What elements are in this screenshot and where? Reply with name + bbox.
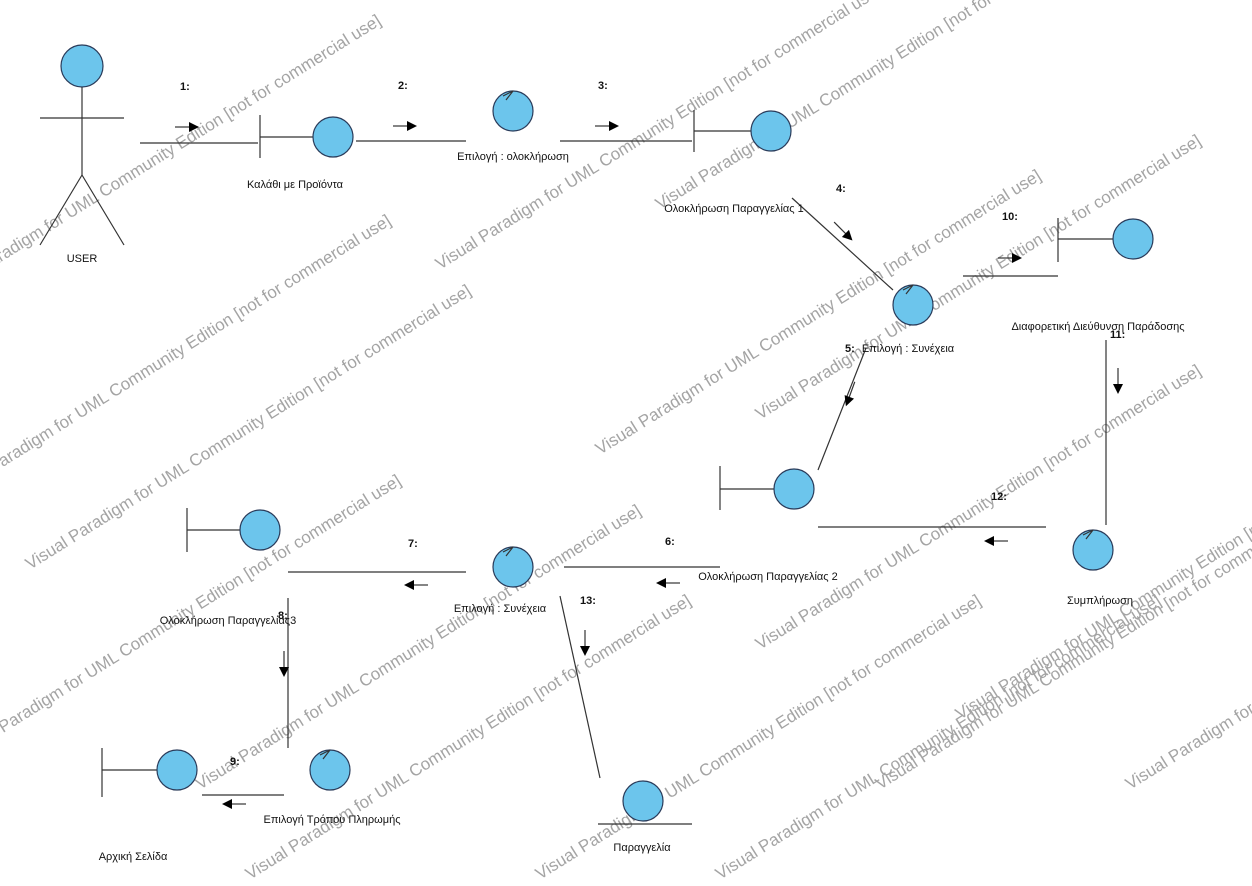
message-4-arrow [833, 221, 853, 241]
message-12-arrow [984, 536, 1008, 546]
boundary-circle [239, 509, 281, 551]
control-epilogi-synexeia-2[interactable]: Επιλογή : Συνέχεια [454, 546, 547, 615]
actor-head [60, 44, 104, 88]
message-12-label: 12: [991, 491, 1007, 503]
message-9-arrow [222, 799, 246, 809]
message-3-label: 3: [598, 80, 608, 92]
object-label: Παραγγελία [613, 842, 671, 854]
message-arrows [175, 121, 1123, 809]
actor-user[interactable]: USER [39, 44, 125, 265]
entity-circle [622, 780, 664, 822]
object-label: Συμπλήρωση [1067, 595, 1133, 607]
control-circle [492, 90, 534, 132]
boundary-circle [156, 749, 198, 791]
control-arrowhead [319, 749, 331, 760]
message-5-label: 5: [845, 343, 855, 355]
message-7-label: 7: [408, 538, 418, 550]
boundary-kalathi[interactable]: Καλάθι με Προϊόντα [247, 115, 354, 191]
message-1-arrow [175, 122, 199, 132]
actor-label: USER [67, 253, 98, 265]
object-label: Αρχική Σελίδα [99, 851, 168, 863]
message-2-arrow [393, 121, 417, 131]
message-11-arrow [1113, 368, 1123, 394]
message-3-arrow [595, 121, 619, 131]
message-11-label: 11: [1110, 329, 1125, 341]
message-10-label: 10: [1002, 211, 1018, 223]
message-8-label: 8: [278, 610, 288, 622]
message-10-arrow [998, 253, 1022, 263]
object-label: Ολοκλήρωση Παραγγελίας 2 [698, 571, 838, 583]
link-synexeia1-oloklirosi2 [817, 347, 867, 471]
message-9-label: 9: [230, 756, 240, 768]
control-arrowhead [1082, 529, 1094, 540]
control-circle [309, 749, 351, 791]
object-label: Ολοκλήρωση Παραγγελίας3 [160, 615, 296, 627]
control-epilogi-oloklirosi[interactable]: Επιλογή : ολοκλήρωση [457, 90, 569, 163]
message-8-arrow [279, 651, 289, 677]
control-epilogi-synexeia-1[interactable]: Επιλογή : Συνέχεια [862, 284, 955, 355]
link-oloklirosi1-synexeia1 [791, 197, 894, 291]
message-5-arrow [844, 381, 856, 407]
boundary-archiki[interactable]: Αρχική Σελίδα [99, 748, 198, 863]
watermark: Visual Paradigm for UML Community Editio… [752, 131, 1204, 423]
message-labels: 1: 2: 3: 4: 5: 10: 11: 12: 6: 7: 13: 8: … [180, 80, 1125, 768]
watermark: Visual Paradigm for UML Community Editio… [432, 0, 884, 273]
control-circle [1072, 529, 1114, 571]
control-arrowhead [502, 546, 514, 557]
object-label: Επιλογή Τρόπου Πληρωμής [263, 814, 400, 826]
boundary-oloklirosi-2[interactable]: Ολοκλήρωση Παραγγελίας 2 [698, 466, 838, 583]
control-arrowhead [502, 90, 514, 101]
control-arrowhead [902, 284, 914, 295]
object-label: Καλάθι με Προϊόντα [247, 179, 344, 191]
watermark: Visual Paradigm for UML Community Editio… [242, 591, 694, 883]
boundary-oloklirosi-3[interactable]: Ολοκλήρωση Παραγγελίας3 [160, 508, 296, 627]
control-epilogi-tropou[interactable]: Επιλογή Τρόπου Πληρωμής [263, 749, 401, 826]
boundary-diaforetiki[interactable]: Διαφορετική Διεύθυνση Παράδοσης [1011, 218, 1185, 333]
object-label: Επιλογή : ολοκλήρωση [457, 151, 569, 163]
message-4-label: 4: [836, 183, 846, 195]
message-1-label: 1: [180, 81, 190, 93]
object-label: Επιλογή : Συνέχεια [862, 343, 955, 355]
object-label: Διαφορετική Διεύθυνση Παράδοσης [1011, 321, 1184, 333]
boundary-circle [312, 116, 354, 158]
actor-leg-left [39, 174, 83, 246]
message-6-label: 6: [665, 536, 675, 548]
link-synexeia2-paraggelia [559, 595, 601, 779]
message-13-label: 13: [580, 595, 596, 607]
message-7-arrow [404, 580, 428, 590]
boundary-circle [750, 110, 792, 152]
message-13-arrow [580, 630, 590, 656]
message-2-label: 2: [398, 80, 408, 92]
boundary-oloklirosi-1[interactable]: Ολοκλήρωση Παραγγελίας 1 [664, 110, 804, 215]
connector-lines [140, 140, 1107, 796]
control-circle [492, 546, 534, 588]
control-symplirosi[interactable]: Συμπλήρωση [1067, 529, 1133, 607]
control-circle [892, 284, 934, 326]
entity-paraggelia[interactable]: Παραγγελία [598, 780, 692, 854]
object-label: Ολοκλήρωση Παραγγελίας 1 [664, 203, 804, 215]
message-6-arrow [656, 578, 680, 588]
actor-leg-right [81, 174, 125, 246]
boundary-circle [1112, 218, 1154, 260]
boundary-circle [773, 468, 815, 510]
object-label: Επιλογή : Συνέχεια [454, 603, 547, 615]
